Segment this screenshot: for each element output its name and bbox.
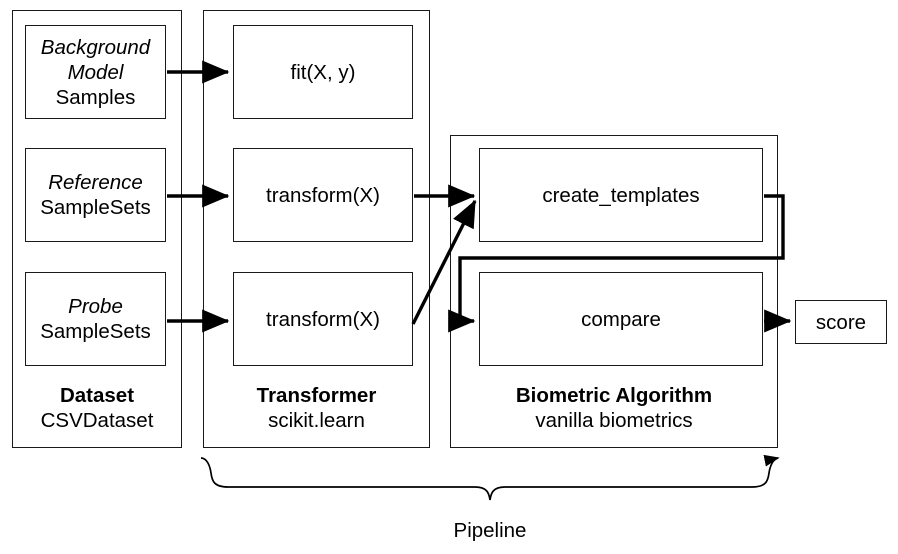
- pipeline-label: Pipeline: [453, 519, 527, 542]
- dataset-item-plain: Samples: [55, 85, 136, 109]
- dataset-group-label: Dataset CSVDataset: [12, 383, 182, 434]
- transformer-group-label: Transformer scikit.learn: [203, 383, 430, 434]
- algorithm-group-title: Biometric Algorithm: [515, 384, 713, 407]
- algorithm-item-label: create_templates: [542, 183, 700, 207]
- dataset-item-plain: SampleSets: [40, 196, 151, 219]
- dataset-group-title: Dataset: [59, 384, 135, 407]
- transformer-item-fit[interactable]: fit(X, y): [233, 25, 413, 119]
- algorithm-group-subtitle: vanilla biometrics: [535, 409, 693, 433]
- transformer-item-label: transform(X): [266, 307, 380, 331]
- transformer-item-label: transform(X): [266, 183, 380, 207]
- pipeline-label-wrapper: Pipeline: [390, 519, 590, 543]
- dataset-item-emphasis: Probe: [68, 295, 123, 318]
- dataset-item-emphasis: Background Model: [40, 35, 151, 84]
- score-output-box[interactable]: score: [795, 300, 887, 344]
- transformer-group-title: Transformer: [256, 384, 377, 407]
- dataset-item-reference[interactable]: Reference SampleSets: [25, 148, 166, 242]
- algorithm-group-label: Biometric Algorithm vanilla biometrics: [450, 383, 778, 434]
- transformer-item-transform-reference[interactable]: transform(X): [233, 148, 413, 242]
- transformer-group-subtitle: scikit.learn: [268, 409, 365, 433]
- dataset-item-emphasis: Reference: [48, 171, 143, 194]
- algorithm-item-label: compare: [581, 307, 661, 331]
- transformer-item-label: fit(X, y): [290, 60, 356, 84]
- algorithm-item-compare[interactable]: compare: [479, 272, 763, 366]
- dataset-item-plain: SampleSets: [40, 320, 151, 343]
- transformer-item-transform-probe[interactable]: transform(X): [233, 272, 413, 366]
- pipeline-brace: [200, 454, 780, 501]
- dataset-group-subtitle: CSVDataset: [40, 409, 154, 433]
- algorithm-item-create-templates[interactable]: create_templates: [479, 148, 763, 242]
- dataset-item-probe[interactable]: Probe SampleSets: [25, 272, 166, 366]
- dataset-item-background-model[interactable]: Background Model Samples: [25, 25, 166, 119]
- score-label: score: [815, 310, 867, 334]
